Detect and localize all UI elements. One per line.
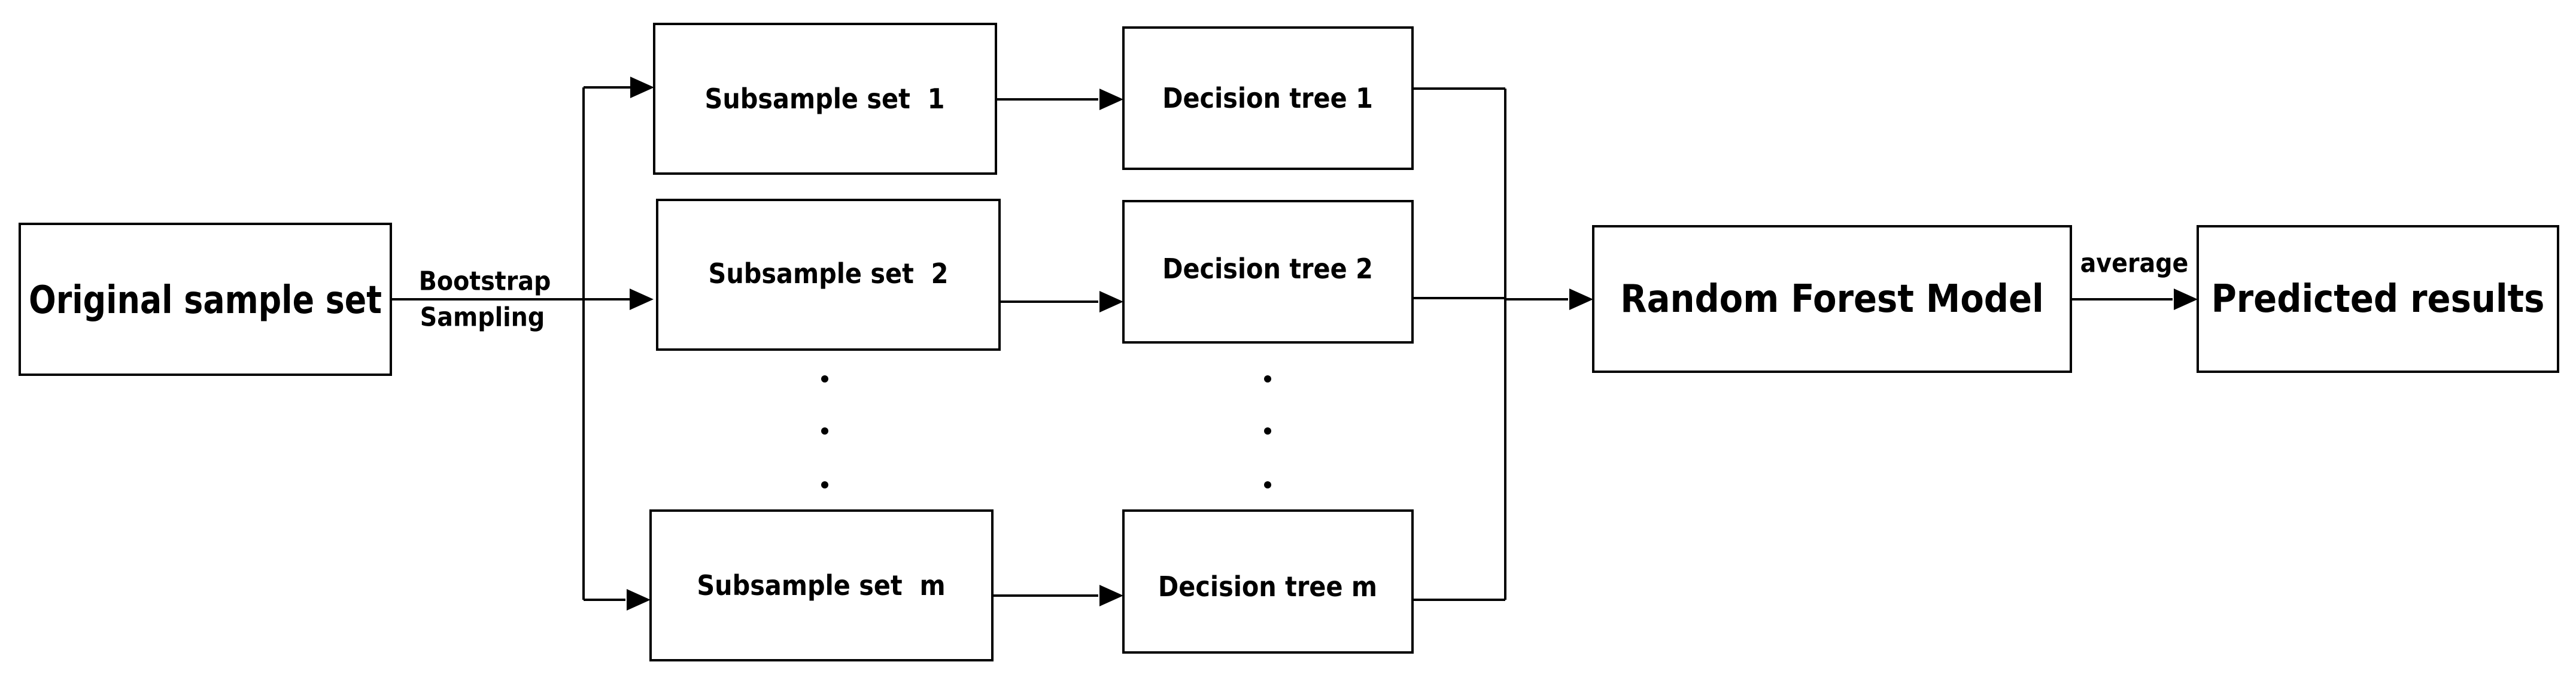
node-subsample-2: Subsample set 2 [656, 199, 1001, 351]
tree-ellipsis-dot-3 [1264, 481, 1271, 488]
arrowhead-to-subsample-2 [630, 289, 654, 310]
node-tree-2-label: Decision tree 2 [1162, 253, 1373, 285]
node-subsample-m: Subsample set m [649, 509, 994, 661]
node-subsample-1-label: Subsample set 1 [705, 83, 945, 115]
node-original-label: Original sample set [29, 278, 382, 323]
node-subsample-1-box [653, 23, 997, 175]
arrowheads [627, 77, 2198, 611]
edge-label-average: average [2080, 248, 2189, 279]
node-results-box [2197, 225, 2559, 373]
node-model: Random Forest Model [1592, 225, 2072, 373]
node-tree-1: Decision tree 1 [1122, 26, 1414, 170]
node-tree-m-label: Decision tree m [1158, 570, 1377, 603]
node-subsample-m-box [649, 509, 994, 661]
edge-label-sampling: Sampling [420, 302, 545, 333]
node-tree-m-box [1122, 509, 1414, 654]
subsample-ellipsis-dot-3 [821, 481, 828, 488]
tree-ellipsis-dot-1 [1264, 375, 1271, 382]
node-original-box [19, 223, 392, 376]
tree-ellipsis [1264, 375, 1271, 488]
arrowhead-to-subsample-1 [630, 77, 654, 98]
node-tree-2-box [1122, 200, 1414, 344]
subsample-ellipsis [821, 375, 828, 488]
edge-label-bootstrap: Bootstrap [419, 266, 551, 297]
arrowhead-to-results [2174, 289, 2198, 310]
node-model-label: Random Forest Model [1620, 277, 2044, 321]
subsample-ellipsis-dot-2 [821, 427, 828, 435]
node-model-box [1592, 225, 2072, 373]
arrowhead-to-tree-2 [1099, 291, 1123, 312]
node-original: Original sample set [19, 223, 392, 376]
node-tree-1-label: Decision tree 1 [1162, 82, 1373, 114]
node-tree-2: Decision tree 2 [1122, 200, 1414, 344]
arrowhead-to-tree-m [1099, 585, 1123, 606]
node-tree-m: Decision tree m [1122, 509, 1414, 654]
arrowhead-to-subsample-m [627, 589, 651, 611]
node-subsample-2-label: Subsample set 2 [709, 257, 949, 290]
node-results: Predicted results [2197, 225, 2559, 373]
tree-ellipsis-dot-2 [1264, 427, 1271, 435]
subsample-ellipsis-dot-1 [821, 375, 828, 382]
arrowhead-to-tree-1 [1099, 89, 1123, 110]
node-subsample-1: Subsample set 1 [653, 23, 997, 175]
arrowhead-to-model [1569, 289, 1593, 310]
connectors [391, 86, 2173, 601]
node-subsample-m-label: Subsample set m [697, 569, 945, 602]
node-tree-1-box [1122, 26, 1414, 170]
node-results-label: Predicted results [2212, 277, 2545, 321]
node-subsample-2-box [656, 199, 1001, 351]
